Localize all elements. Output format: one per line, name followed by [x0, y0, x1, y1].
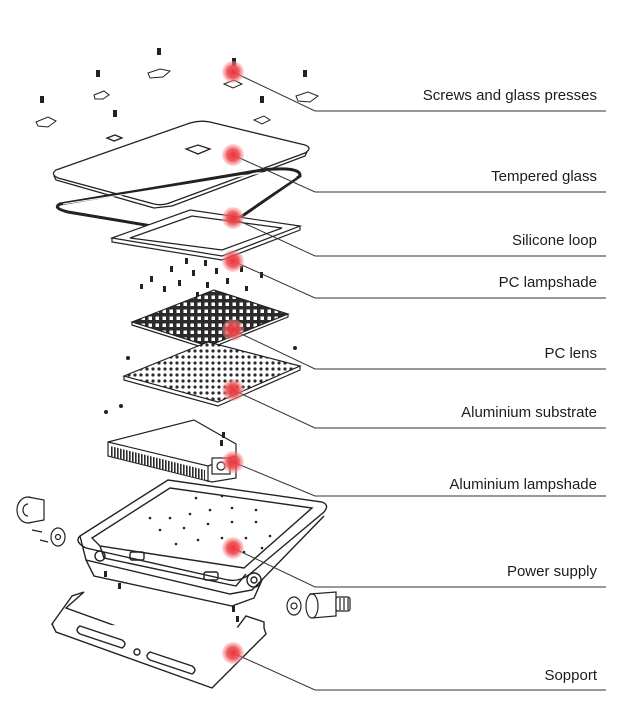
leader-substrate — [232, 389, 606, 429]
leader-alu-shade — [232, 461, 606, 497]
label-aluminium-substrate: Aluminium substrate — [461, 404, 597, 421]
label-tempered-glass: Tempered glass — [491, 168, 597, 185]
label-screws-and-glass-presses: Screws and glass presses — [422, 87, 597, 104]
leader-support — [232, 652, 606, 691]
label-aluminium-lampshade: Aluminium lampshade — [449, 476, 597, 493]
leader-pc-shade — [232, 260, 606, 299]
markers — [222, 61, 244, 664]
tempered-glass — [52, 120, 310, 209]
aluminium-lampshade-part — [107, 419, 237, 483]
leader-screws — [232, 71, 606, 112]
support-bracket — [50, 591, 267, 689]
cable-gland-left — [16, 496, 66, 547]
label-support: Sopport — [544, 667, 597, 684]
label-power-supply: Power supply — [506, 563, 597, 580]
leader-power — [232, 547, 606, 588]
label-pc-lampshade: PC lampshade — [498, 274, 597, 291]
marker-support — [222, 642, 244, 664]
label-silicone-loop: Silicone loop — [511, 232, 597, 249]
bracket-screws — [104, 432, 239, 622]
marker-pc-lens — [222, 319, 244, 341]
aluminium-substrate-part — [122, 341, 302, 407]
housing-holes — [148, 494, 272, 554]
cable-gland-right — [286, 591, 351, 619]
marker-power — [222, 537, 244, 559]
marker-substrate — [222, 379, 244, 401]
marker-screws — [222, 61, 244, 83]
pc-lens-part — [130, 289, 290, 350]
leader-lines — [232, 71, 606, 691]
leader-silicone — [232, 217, 606, 257]
screws-and-presses — [35, 48, 320, 129]
leader-pc-lens — [232, 329, 606, 370]
marker-silicone — [222, 207, 244, 229]
housing-frame — [77, 479, 328, 607]
marker-alu-shade — [222, 451, 244, 473]
leader-glass — [232, 154, 606, 193]
marker-pc-shade — [222, 250, 244, 272]
pc-lampshade-part — [109, 209, 303, 261]
lens-screws — [104, 258, 297, 414]
label-pc-lens: PC lens — [544, 345, 597, 362]
marker-glass — [222, 144, 244, 166]
